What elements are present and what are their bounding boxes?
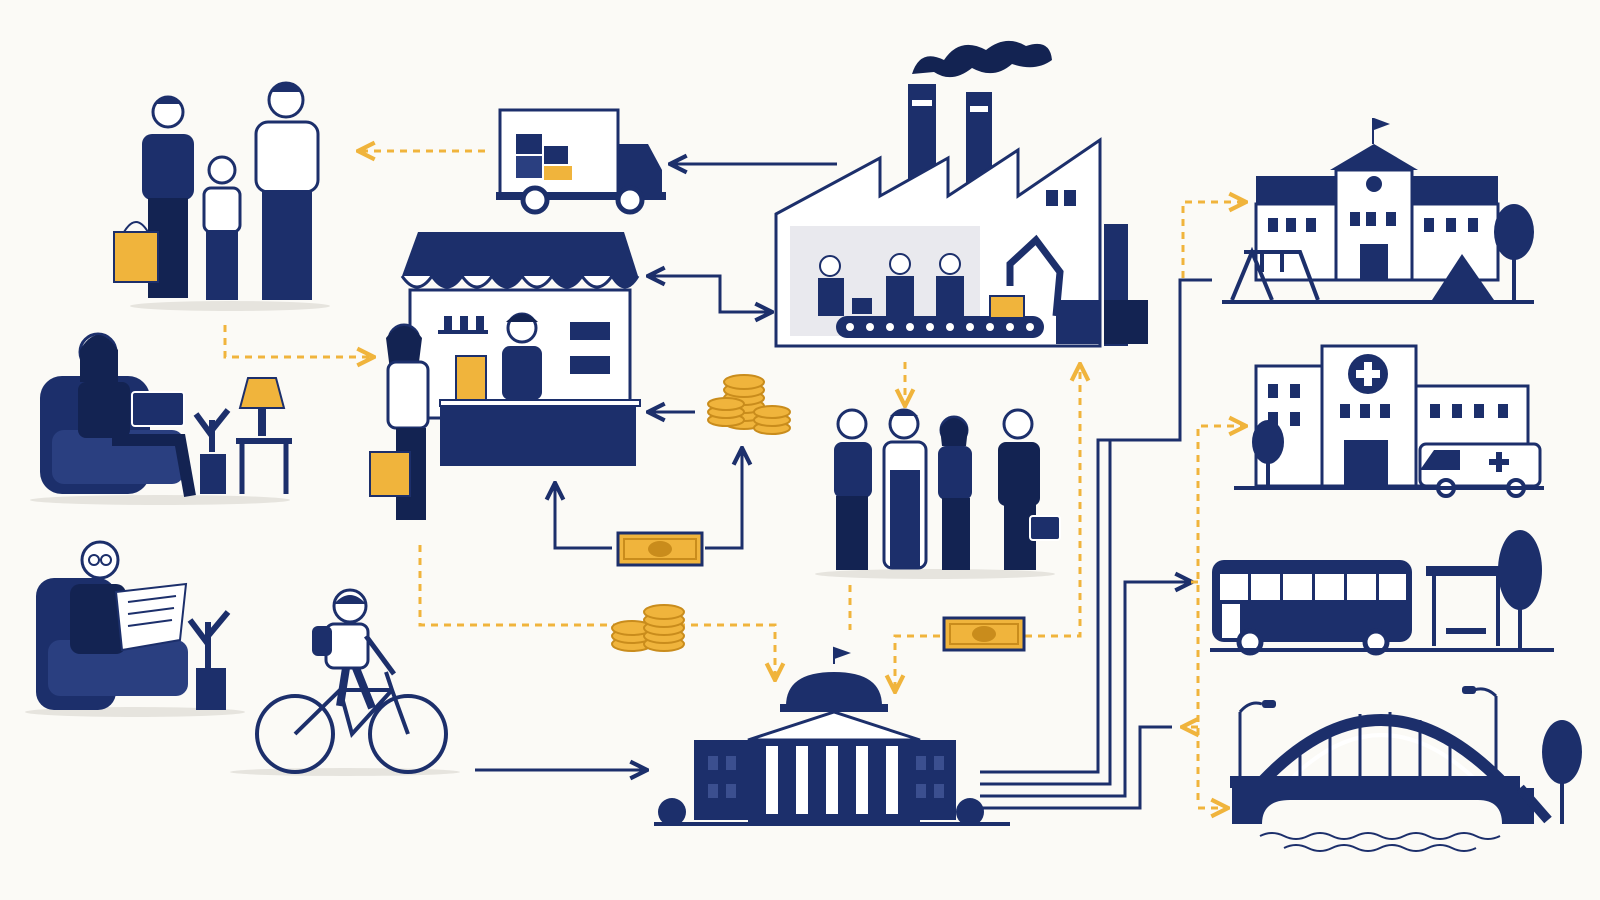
coin-stack-icon [611, 604, 685, 652]
flow-to-hospital-bridge [1196, 426, 1244, 800]
flow-banknote-to-shop [555, 485, 612, 550]
banknote-icon [616, 531, 704, 567]
school-icon [1222, 118, 1534, 304]
truck-icon [496, 108, 666, 215]
workers-group-icon [815, 408, 1061, 579]
person-laptop-icon [30, 332, 292, 505]
flow-to-school [1181, 202, 1244, 278]
government-building-icon [654, 646, 1010, 826]
retiree-newspaper-icon [25, 540, 245, 717]
flow-gov-to-bridge [980, 725, 1172, 810]
flow-banknote-to-coins [705, 450, 742, 550]
flow-banknote-to-government [895, 634, 940, 690]
hospital-icon [1234, 344, 1544, 498]
flow-households-to-shop [223, 325, 372, 357]
bridge-icon [1230, 686, 1582, 852]
flow-shop-factory [650, 276, 770, 312]
flow-gov-to-transit [980, 582, 1190, 798]
bus-icon [1210, 530, 1554, 656]
family-icon [113, 81, 330, 311]
flow-lines [223, 151, 1244, 810]
factory-icon [774, 40, 1148, 348]
banknote-icon [942, 616, 1026, 652]
flow-shop-to-government [418, 545, 775, 678]
coin-stack-icon [707, 374, 791, 435]
storefront-icon [369, 232, 641, 520]
cyclist-icon [230, 588, 460, 776]
flow-banknote-to-factory [1025, 366, 1080, 638]
flow-gov-to-hospital [980, 438, 1180, 786]
